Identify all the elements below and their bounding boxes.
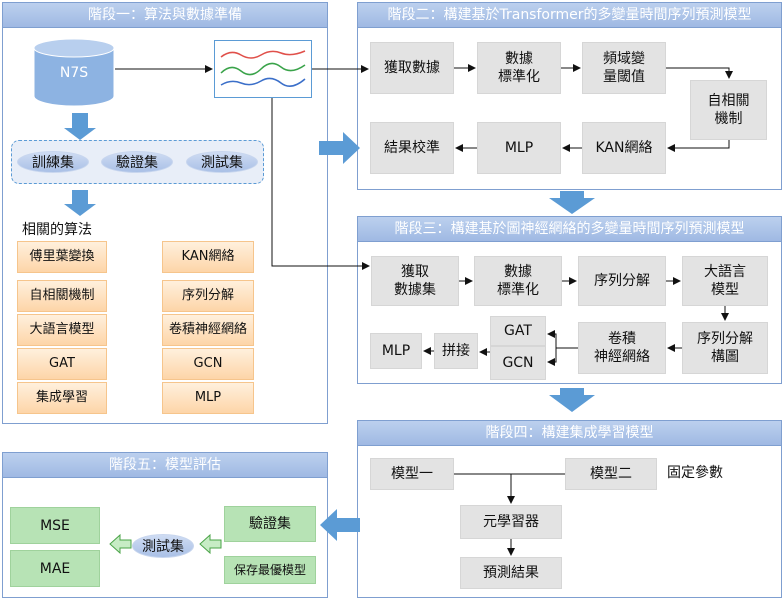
algorithms-label: 相關的算法 bbox=[22, 222, 92, 238]
algorithm-gat: GAT bbox=[17, 348, 107, 380]
big-arrow-down-icon bbox=[549, 191, 595, 214]
stage3-cnn: 卷積 神經網絡 bbox=[578, 322, 666, 374]
stage3-gcn: GCN bbox=[490, 346, 546, 380]
train-set: 訓練集 bbox=[17, 151, 89, 173]
algorithm-fourier: 傅里葉變換 bbox=[17, 241, 107, 273]
stage4-fixed-params: 固定參數 bbox=[667, 465, 723, 481]
stage4-title: 階段四：構建集成學習模型 bbox=[358, 421, 781, 446]
stage5-save-best: 保存最優模型 bbox=[224, 556, 316, 584]
stage4-prediction: 預測結果 bbox=[460, 557, 562, 589]
stage3-decomposition-graph: 序列分解 構圖 bbox=[682, 322, 768, 374]
algorithm-llm: 大語言模型 bbox=[17, 314, 107, 346]
algorithm-kan: KAN網絡 bbox=[162, 241, 254, 273]
stage3-gat: GAT bbox=[490, 316, 546, 346]
stage1-title: 階段一：算法與數據準備 bbox=[3, 3, 327, 28]
stage2-calibration: 結果校準 bbox=[370, 122, 454, 174]
algorithm-autocorrelation: 自相關機制 bbox=[17, 280, 107, 312]
stage3-mlp: MLP bbox=[370, 333, 422, 369]
algorithm-mlp: MLP bbox=[162, 382, 254, 414]
stage4-panel: 階段四：構建集成學習模型 bbox=[357, 420, 782, 598]
stage2-title: 階段二：構建基於Transformer的多變量時間序列預測模型 bbox=[358, 3, 781, 28]
stage2-frequency-threshold: 頻域變 量閾值 bbox=[582, 42, 666, 94]
algorithm-ensemble: 集成學習 bbox=[17, 382, 107, 414]
stage4-model1: 模型一 bbox=[370, 458, 454, 490]
stage4-meta-learner: 元學習器 bbox=[460, 505, 562, 539]
test-set: 測試集 bbox=[186, 151, 258, 173]
stage5-test: 測試集 bbox=[132, 534, 194, 558]
stage3-title: 階段三：構建基於圖神經網絡的多變量時間序列預測模型 bbox=[358, 217, 781, 242]
algorithm-cnn: 卷積神經網絡 bbox=[162, 314, 254, 346]
stage3-normalize: 數據 標準化 bbox=[474, 256, 562, 306]
multivariate-series-icon bbox=[220, 50, 306, 87]
stage5-title: 階段五：模型評估 bbox=[3, 453, 327, 478]
algorithm-gcn: GCN bbox=[162, 348, 254, 380]
stage5-mse: MSE bbox=[10, 507, 100, 544]
stage2-mlp: MLP bbox=[477, 122, 561, 174]
database-label: N7S bbox=[59, 65, 89, 81]
big-arrow-down-icon bbox=[549, 388, 595, 412]
stage3-decomposition: 序列分解 bbox=[578, 256, 666, 306]
data-chart-thumbnail bbox=[214, 40, 312, 98]
stage5-validation: 驗證集 bbox=[224, 506, 316, 542]
validation-set: 驗證集 bbox=[101, 151, 173, 173]
stage4-model2: 模型二 bbox=[565, 458, 657, 490]
stage3-get-dataset: 獲取 數據集 bbox=[371, 256, 459, 306]
stage3-llm: 大語言 模型 bbox=[682, 256, 768, 306]
stage2-autocorrelation: 自相關 機制 bbox=[690, 80, 767, 140]
stage2-normalize: 數據 標準化 bbox=[477, 42, 561, 94]
stage2-get-data: 獲取數據 bbox=[370, 42, 454, 94]
stage2-kan: KAN網絡 bbox=[582, 122, 666, 174]
stage3-concat: 拼接 bbox=[434, 333, 478, 369]
stage5-mae: MAE bbox=[10, 550, 100, 587]
algorithm-decomposition: 序列分解 bbox=[162, 280, 254, 312]
